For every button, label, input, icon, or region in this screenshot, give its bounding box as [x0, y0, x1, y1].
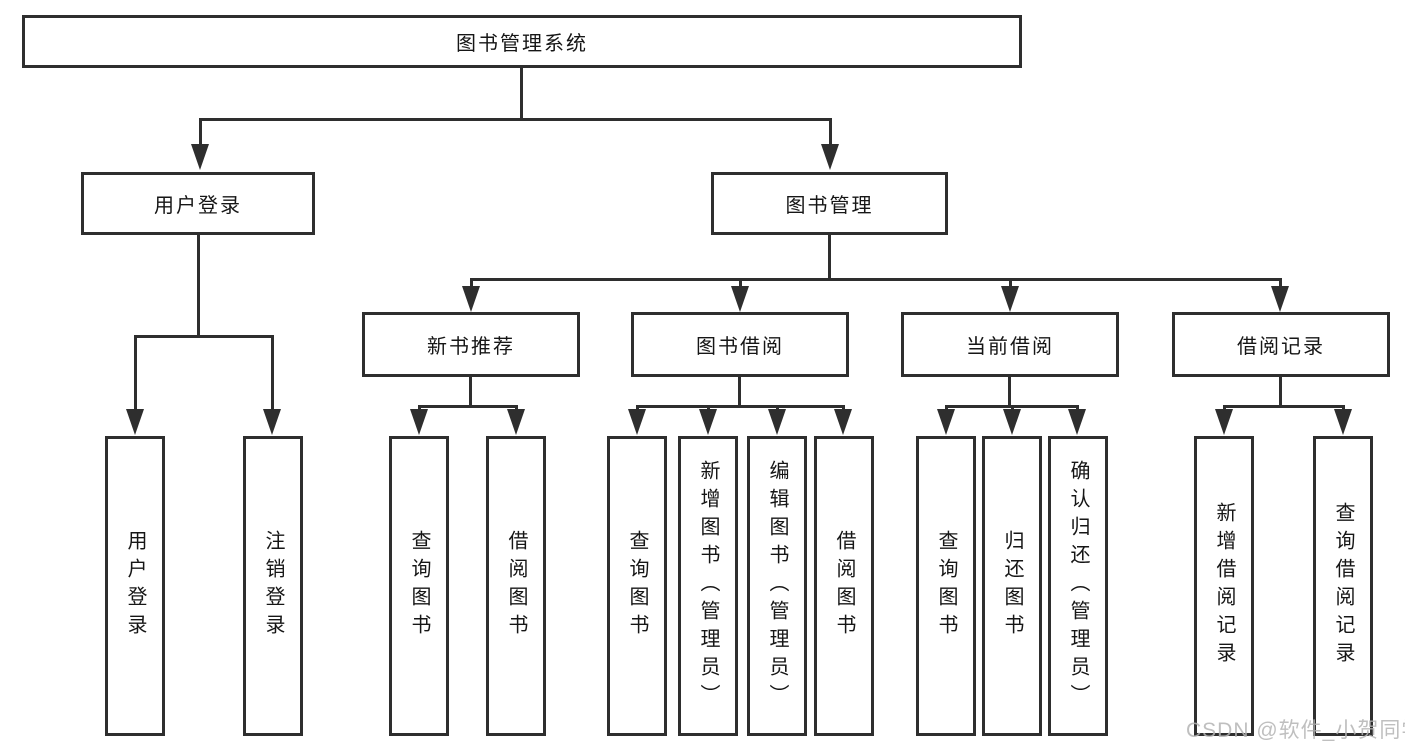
- branch-node-label: 图书管理: [785, 195, 874, 217]
- connector-stem: [271, 335, 274, 413]
- leaf-node-edit-book-admin: 编辑图书（管理员）: [747, 436, 807, 736]
- arrow-down-icon: [1001, 286, 1019, 312]
- connector-bar: [470, 278, 1282, 281]
- connector-stem: [469, 377, 472, 408]
- leaf-node-label: 查询图书: [408, 530, 430, 642]
- connector-bar: [1223, 405, 1343, 408]
- connector-stem: [1279, 377, 1282, 408]
- category-node-new-book-recommend: 新书推荐: [362, 312, 580, 377]
- leaf-node-label: 借阅图书: [505, 530, 527, 642]
- connector-stem: [470, 278, 473, 290]
- category-node-label: 新书推荐: [427, 336, 515, 358]
- leaf-node-borrow-books-2: 借阅图书: [814, 436, 874, 736]
- arrow-down-icon: [937, 409, 955, 435]
- category-node-label: 借阅记录: [1237, 336, 1325, 358]
- leaf-node-label: 查询图书: [935, 530, 957, 642]
- leaf-node-label: 用户登录: [124, 530, 146, 642]
- leaf-node-query-borrow-record: 查询借阅记录: [1313, 436, 1373, 736]
- leaf-node-logout: 注销登录: [243, 436, 303, 736]
- leaf-node-label: 新增图书（管理员）: [697, 460, 719, 712]
- connector-stem: [197, 235, 200, 338]
- arrow-down-icon: [1271, 286, 1289, 312]
- connector-root-bar: [199, 118, 832, 121]
- arrow-down-icon: [699, 409, 717, 435]
- connector-stem: [828, 235, 831, 281]
- branch-node-book-management: 图书管理: [711, 172, 948, 235]
- leaf-node-query-books-2: 查询图书: [607, 436, 667, 736]
- arrow-down-icon: [1003, 409, 1021, 435]
- leaf-node-label: 注销登录: [262, 530, 284, 642]
- arrow-down-icon: [1334, 409, 1352, 435]
- arrow-down-icon: [263, 409, 281, 435]
- leaf-node-return-book: 归还图书: [982, 436, 1042, 736]
- connector-stem: [1008, 377, 1011, 408]
- leaf-node-user-login: 用户登录: [105, 436, 165, 736]
- leaf-node-label: 借阅图书: [833, 530, 855, 642]
- connector-stem: [199, 118, 202, 148]
- arrow-down-icon: [834, 409, 852, 435]
- leaf-node-label: 查询图书: [626, 530, 648, 642]
- arrow-down-icon: [507, 409, 525, 435]
- arrow-down-icon: [1215, 409, 1233, 435]
- leaf-node-query-books-1: 查询图书: [389, 436, 449, 736]
- leaf-node-confirm-return-admin: 确认归还（管理员）: [1048, 436, 1108, 736]
- arrow-down-icon: [462, 286, 480, 312]
- leaf-node-label: 查询借阅记录: [1332, 502, 1354, 670]
- root-node-label: 图书管理系统: [456, 33, 588, 55]
- connector-stem: [134, 335, 137, 413]
- connector-stem: [739, 278, 742, 290]
- leaf-node-label: 归还图书: [1001, 530, 1023, 642]
- arrow-down-icon: [126, 409, 144, 435]
- category-node-label: 图书借阅: [696, 336, 784, 358]
- branch-node-user-login: 用户登录: [81, 172, 315, 235]
- connector-bar: [134, 335, 274, 338]
- arrow-down-icon: [768, 409, 786, 435]
- connector-stem: [1009, 278, 1012, 290]
- category-node-book-borrow: 图书借阅: [631, 312, 849, 377]
- arrow-down-icon: [1068, 409, 1086, 435]
- connector-bar: [418, 405, 518, 408]
- arrow-down-icon: [731, 286, 749, 312]
- leaf-node-label: 编辑图书（管理员）: [766, 460, 788, 712]
- arrow-down-icon: [821, 144, 839, 170]
- leaf-node-label: 确认归还（管理员）: [1067, 460, 1089, 712]
- connector-root-stem: [520, 68, 523, 121]
- connector-stem: [1279, 278, 1282, 290]
- category-node-label: 当前借阅: [966, 336, 1054, 358]
- category-node-borrow-records: 借阅记录: [1172, 312, 1390, 377]
- root-node: 图书管理系统: [22, 15, 1022, 68]
- arrow-down-icon: [410, 409, 428, 435]
- connector-bar: [636, 405, 845, 408]
- branch-node-label: 用户登录: [154, 195, 242, 217]
- leaf-node-query-books-3: 查询图书: [916, 436, 976, 736]
- connector-stem: [738, 377, 741, 408]
- connector-stem: [829, 118, 832, 148]
- leaf-node-label: 新增借阅记录: [1213, 502, 1235, 670]
- leaf-node-add-borrow-record: 新增借阅记录: [1194, 436, 1254, 736]
- leaf-node-borrow-books-1: 借阅图书: [486, 436, 546, 736]
- arrow-down-icon: [191, 144, 209, 170]
- category-node-current-borrow: 当前借阅: [901, 312, 1119, 377]
- arrow-down-icon: [628, 409, 646, 435]
- leaf-node-add-book-admin: 新增图书（管理员）: [678, 436, 738, 736]
- watermark: CSDN @软件_小贺同学: [1186, 719, 1405, 742]
